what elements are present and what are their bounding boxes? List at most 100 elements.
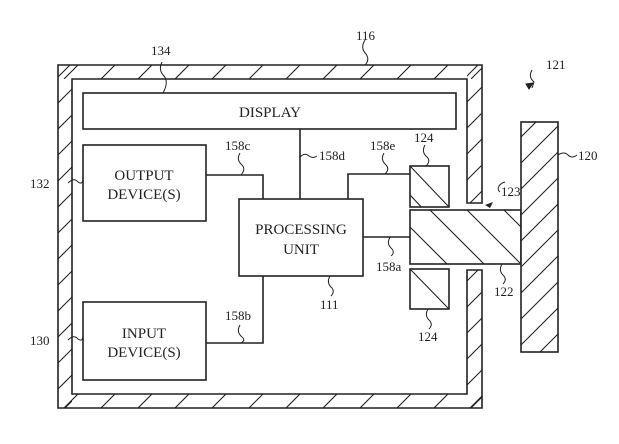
housing (0, 64, 619, 409)
ref-120: 120 (578, 148, 598, 163)
leader-130 (67, 336, 84, 341)
hatch-line (58, 88, 72, 104)
ref-116: 116 (356, 28, 376, 43)
arrow-123 (485, 202, 493, 208)
hatch-plate (521, 122, 558, 352)
hatch-shaft (410, 210, 521, 264)
hatch-line (285, 65, 301, 79)
input-line1: INPUT (122, 326, 166, 342)
leader-158d (299, 153, 318, 158)
hatch-line (0, 65, 44, 408)
display-block: DISPLAY (82, 92, 457, 130)
hatch-line (600, 65, 619, 203)
hatch-line (63, 65, 79, 79)
hatch-line (521, 281, 558, 320)
hatch-line (433, 65, 449, 79)
processing-line2: UNIT (283, 242, 319, 258)
ref-124-bottom: 124 (418, 329, 438, 344)
connector-158e (347, 173, 410, 199)
hatch-line (248, 394, 264, 408)
hatch-line (27, 65, 41, 79)
ref-124-top: 124 (414, 130, 434, 145)
hatch-line (467, 86, 482, 103)
hatch-line (248, 65, 264, 79)
hatch-line (58, 348, 72, 364)
arrow-121 (525, 82, 535, 90)
hatch-line (521, 229, 558, 268)
leader-120 (557, 152, 578, 158)
ref-130: 130 (30, 333, 50, 348)
leader-116 (362, 39, 369, 66)
hatch-line (359, 394, 375, 408)
hatch-line (467, 65, 479, 77)
hatch-line (137, 65, 153, 79)
leader-121 (529, 69, 535, 89)
leader-158e (381, 152, 389, 175)
sensor-top (409, 165, 450, 208)
leader-111 (327, 275, 334, 297)
ref-158b: 158b (225, 308, 251, 323)
hatch-line (410, 226, 448, 264)
hatch-line (322, 394, 338, 408)
hatch-line (0, 65, 4, 79)
hatch-line (574, 270, 619, 408)
hatch-bottom (0, 394, 482, 408)
hatch-line (58, 65, 71, 78)
hatch-right-top (467, 65, 619, 203)
ref-158c: 158c (225, 138, 251, 153)
hatch-line (467, 164, 482, 181)
hatch-line (100, 394, 116, 408)
leader-123 (497, 181, 506, 193)
leader-158c (237, 152, 245, 176)
sensor-bottom (409, 268, 450, 310)
ref-111: 111 (320, 297, 339, 312)
hatch-line (63, 394, 79, 408)
hatch-line (174, 394, 190, 408)
housing-hatch (0, 65, 619, 408)
hatch-line (211, 394, 227, 408)
hatch-line (0, 394, 4, 408)
leader-158b (237, 324, 245, 344)
processing-line1: PROCESSING (255, 222, 347, 238)
hatch-line (470, 396, 482, 408)
leader-132 (67, 179, 84, 184)
hatch-line (467, 270, 479, 282)
connector-158b (206, 276, 264, 344)
hatch-line (433, 394, 449, 408)
hatch-line (137, 394, 153, 408)
leader-124-bottom (425, 308, 432, 330)
leader-lines (67, 39, 578, 344)
input-line2: DEVICE(S) (107, 345, 180, 361)
leader-158a (387, 236, 394, 257)
ref-122: 122 (494, 284, 514, 299)
leader-134 (159, 61, 167, 94)
leader-122 (499, 263, 506, 285)
hatch-line (574, 65, 619, 203)
ref-132: 132 (30, 176, 50, 191)
hatch-line (211, 65, 227, 79)
hatch-line (174, 65, 190, 79)
hatch-line (27, 394, 41, 408)
ref-158e: 158e (370, 138, 396, 153)
ref-123: 123 (501, 184, 521, 199)
connector-158c (206, 174, 264, 199)
shaft (409, 209, 522, 265)
hatch-line (521, 151, 558, 190)
hatch-line (600, 270, 619, 408)
hatch-line (467, 291, 482, 308)
hatch-right-bottom (467, 270, 619, 408)
output-line1: OUTPUT (114, 168, 173, 184)
output-line2: DEVICE(S) (107, 187, 180, 203)
hatch-line (58, 114, 72, 130)
hatch-line (100, 65, 116, 79)
plate (520, 121, 559, 353)
hatch-left (0, 65, 72, 408)
hatch-line (429, 210, 485, 264)
connectors (206, 129, 410, 344)
output-device-block: OUTPUT DEVICE(S) (82, 144, 207, 222)
hatch-top (0, 65, 482, 79)
hatch-line (521, 307, 558, 346)
hatch-line (521, 203, 558, 242)
hatch-line (466, 210, 521, 264)
